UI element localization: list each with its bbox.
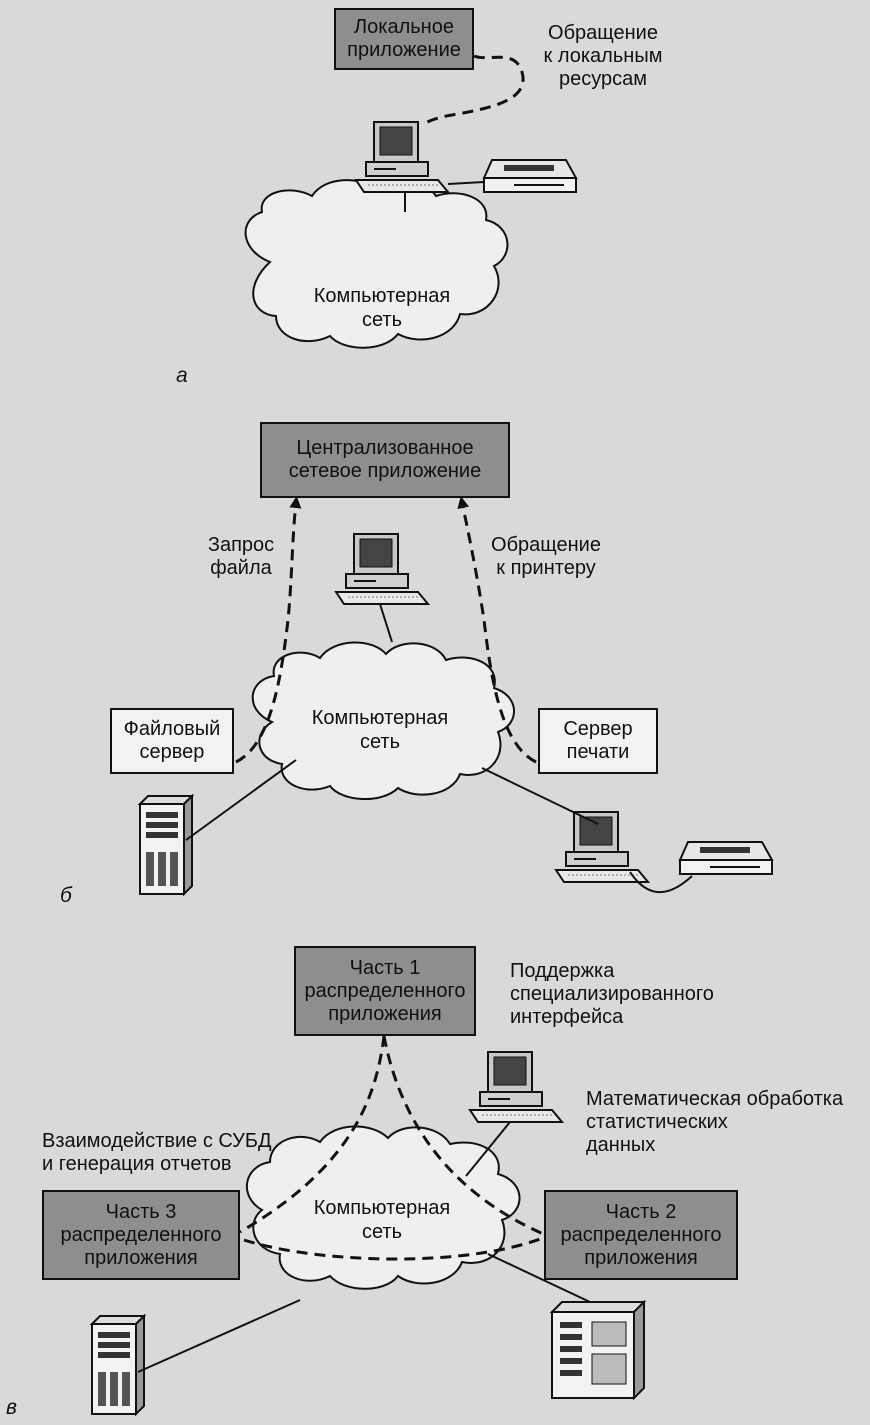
network-cloud-b-label: Компьютерная сеть (311, 707, 449, 753)
arrow-icon (235, 496, 302, 764)
computer-icon (335, 533, 429, 605)
panel-marker-c: в (6, 1396, 17, 1419)
computer-icon (355, 121, 449, 193)
cloud-shape (244, 179, 509, 349)
arrow-icon (457, 496, 537, 764)
panel-marker-a: а (176, 364, 188, 387)
math-note: Математическая обработка статистических … (586, 1088, 844, 1156)
printer-icon (679, 841, 773, 875)
panel-marker-b: б (60, 884, 72, 907)
local-app-line2: приложение (347, 39, 461, 61)
part1-note: Поддержка специализированного интерфейса (510, 960, 714, 1028)
cloud-shape (251, 641, 515, 800)
local-app-line1: Локальное (354, 16, 454, 38)
local-access-label: Обращение к локальным ресурсам (543, 22, 663, 90)
server-icon (549, 1299, 647, 1401)
printer-icon (483, 159, 577, 193)
server-icon (139, 795, 193, 895)
file-request-label: Запрос файла (207, 534, 275, 579)
computer-icon (555, 811, 649, 883)
computer-icon (469, 1051, 563, 1123)
server-icon (91, 1315, 145, 1415)
dbms-note: Взаимодействие с СУБД и генерация отчето… (42, 1130, 272, 1175)
printer-access-label: Обращение к принтеру (491, 534, 601, 579)
network-cloud-c-label: Компьютерная сеть (313, 1197, 451, 1243)
network-cloud-a-label: Компьютерная сеть (313, 285, 451, 331)
cloud-shape (245, 1125, 521, 1290)
